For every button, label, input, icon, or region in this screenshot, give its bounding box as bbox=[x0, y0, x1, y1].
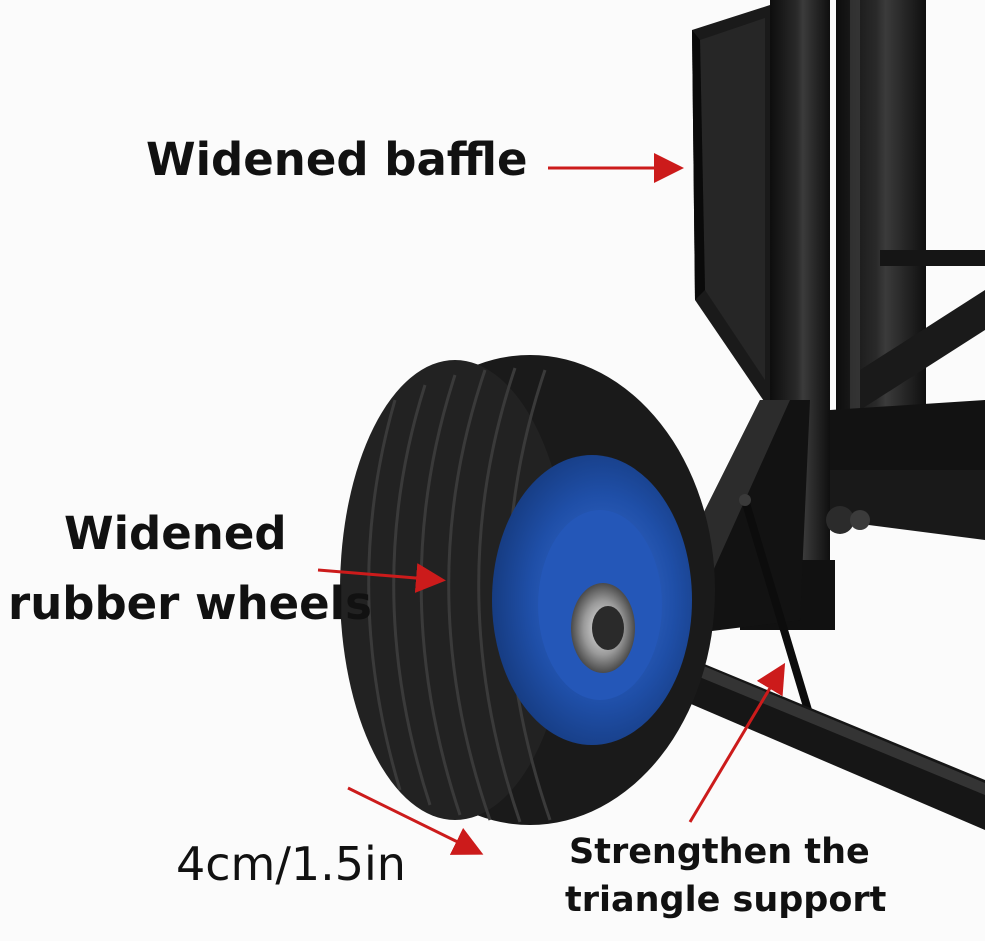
triangle-support-label-line2: triangle support bbox=[565, 880, 887, 921]
wheels-arrow bbox=[317, 563, 446, 593]
width-arrow bbox=[347, 786, 484, 855]
frame-rails bbox=[830, 250, 985, 540]
triangle-arrow bbox=[688, 662, 786, 823]
triangle-support-label: Strengthen the triangle support bbox=[565, 832, 886, 921]
wheel-width-label: 4cm/1.5in bbox=[176, 837, 406, 891]
rubber-wheels-label-line1: Widened bbox=[64, 507, 287, 560]
rubber-wheel bbox=[340, 355, 715, 825]
rubber-wheels-label: Widened rubber wheels bbox=[8, 508, 372, 630]
widened-baffle-label: Widened baffle bbox=[146, 133, 528, 186]
annotation-arrows bbox=[317, 153, 786, 855]
rubber-wheels-label-line2: rubber wheels bbox=[8, 576, 372, 630]
triangle-support-label-line1: Strengthen the bbox=[569, 832, 870, 872]
